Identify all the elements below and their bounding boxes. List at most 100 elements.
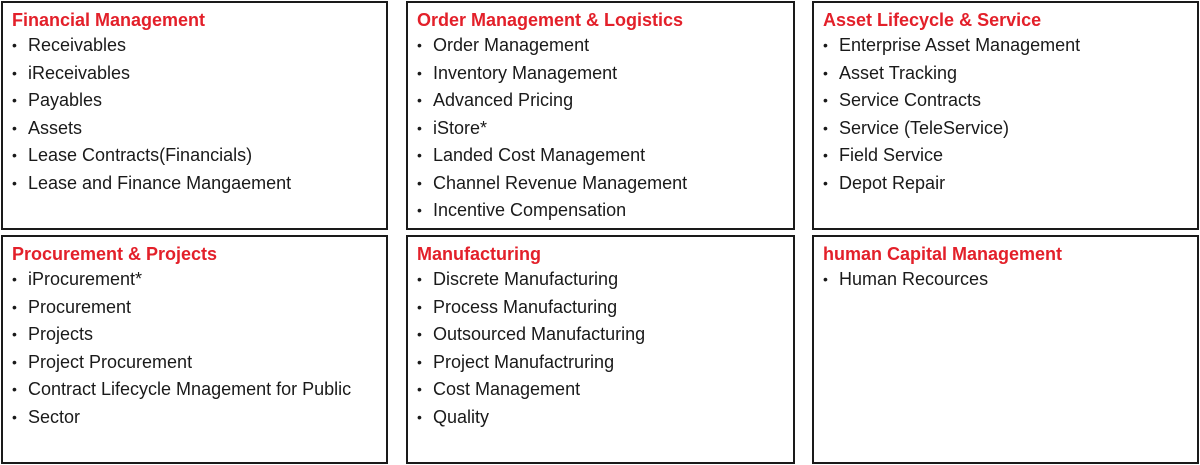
bullet-icon: • (823, 147, 828, 163)
list-item-label: Human Recources (839, 269, 989, 289)
list-item: • Asset Tracking (823, 60, 1189, 88)
list-item-label: Process Manufacturing (433, 296, 618, 317)
list-item: • Field Service (823, 142, 1189, 170)
list-item: • Cost Management (417, 376, 785, 404)
list-item: • Advanced Pricing (417, 87, 785, 115)
list-item-label: Discrete Manufacturing (433, 269, 619, 289)
list-item: • Project Manufactruring (417, 349, 785, 377)
module-list: •iProcurement*•Procurement•Projects•Proj… (12, 266, 378, 431)
manufacturing-box: Manufacturing • Discrete Manufacturing • Pro… (406, 235, 795, 464)
list-item: • Lease Contracts(Financials) (12, 142, 378, 170)
bullet-icon: • (823, 92, 828, 108)
box-title: Manufacturing (417, 244, 541, 264)
bullet-icon: • (417, 64, 422, 81)
procurement-projects-box: Procurement & Projects•iProcurement*•Pro… (1, 235, 388, 464)
list-item: •iStore* (417, 115, 785, 143)
box-title: Procurement & Projects (12, 244, 218, 264)
bullet-icon: • (12, 174, 17, 191)
list-item-label: Payables (28, 90, 103, 110)
bullet-icon: • (12, 147, 17, 163)
list-item: • Service (TeleService) (823, 115, 1189, 143)
list-item-label: Quality (433, 406, 490, 427)
list-item: • Inventory Management (417, 60, 785, 88)
bullet-icon: • (12, 64, 17, 81)
bullet-icon: • (417, 353, 422, 370)
bullet-icon: • (417, 326, 422, 342)
bullet-icon: • (12, 353, 17, 370)
module-list: • Discrete Manufacturing • Process Manufact… (417, 266, 785, 431)
list-item-label: Receivables (28, 35, 127, 55)
list-item-label: Project Manufactruring (433, 351, 615, 372)
list-item-label: Service Contracts (839, 90, 982, 110)
box-title: Asset Lifecycle & Service (823, 10, 1042, 30)
order-management-logistics-box: Order Management & Logistics • Order Manag… (406, 1, 795, 230)
list-item-label: Asset Tracking (839, 62, 958, 83)
bullet-icon: • (417, 92, 422, 108)
list-item-label: Lease Contracts(Financials) (28, 145, 253, 165)
list-item-label: Outsourced Manufacturing (433, 324, 646, 344)
box-title: Order Management & Logistics (417, 10, 684, 30)
list-item-label: Depot Repair (839, 172, 946, 193)
list-item-label: Sector (28, 406, 81, 427)
module-list: • Human Recources (823, 266, 1189, 294)
list-item: • Process Manufacturing (417, 294, 785, 322)
list-item-label: Incentive Compensation (433, 200, 627, 220)
list-item: •Quality (417, 404, 785, 432)
module-list: • Order Management • Inventory Management • A… (417, 32, 785, 225)
list-item: • Projects (12, 321, 378, 349)
bullet-icon: • (417, 381, 422, 397)
bullet-icon: • (417, 147, 422, 163)
asset-lifecycle-service-box: Asset Lifecycle & Service • Enterprise Ass… (812, 1, 1199, 230)
list-item-label: Field Service (839, 145, 944, 165)
bullet-icon: • (417, 202, 422, 218)
box-title: human Capital Management (823, 244, 1063, 264)
list-item: • Payables (12, 87, 378, 115)
bullet-icon: • (12, 326, 17, 342)
bullet-icon: • (417, 174, 422, 191)
list-item: • Outsourced Manufacturing (417, 321, 785, 349)
bullet-icon: • (823, 271, 828, 287)
list-item: • Sector (12, 404, 378, 432)
list-item: •Landed Cost Management (417, 142, 785, 170)
bullet-icon: • (12, 37, 17, 53)
list-item-label: Order Management (433, 35, 590, 55)
list-item: • Assets (12, 115, 378, 143)
list-item-label: Projects (28, 324, 94, 344)
list-item-label: Advanced Pricing (433, 90, 574, 110)
list-item: • Discrete Manufacturing (417, 266, 785, 294)
bullet-icon: • (823, 64, 828, 81)
list-item: • Incentive Compensation (417, 197, 785, 225)
list-item-label: Assets (28, 117, 83, 138)
bullet-icon: • (823, 174, 828, 191)
list-item: • Depot Repair (823, 170, 1189, 198)
bullet-icon: • (417, 119, 422, 136)
bullet-icon: • (823, 119, 828, 136)
list-item-label: Service (TeleService) (839, 117, 1010, 138)
bullet-icon: • (823, 37, 828, 53)
list-item-label: iReceivables (28, 62, 131, 83)
list-item-label: Enterprise Asset Management (839, 35, 1081, 55)
list-item-label: Channel Revenue Management (433, 172, 688, 193)
list-item: • Channel Revenue Management (417, 170, 785, 198)
bullet-icon: • (12, 119, 17, 136)
list-item-label: Contract Lifecycle Mnagement for Public (28, 379, 352, 399)
list-item: •Lease and Finance Mangaement (12, 170, 378, 198)
human-capital-management-box: human Capital Management • Human Recources (812, 235, 1199, 464)
bullet-icon: • (417, 298, 422, 315)
module-list: • Enterprise Asset Management • Asset Track… (823, 32, 1189, 197)
list-item: • Service Contracts (823, 87, 1189, 115)
bullet-icon: • (12, 92, 17, 108)
module-list: • Receivables • iReceivables • Payables • Asset… (12, 32, 378, 197)
bullet-icon: • (12, 408, 17, 425)
list-item: •Procurement (12, 294, 378, 322)
financial-management-box: Financial Management • Receivables • iReceiv… (1, 1, 388, 230)
list-item: •iProcurement* (12, 266, 378, 294)
box-title: Financial Management (12, 10, 206, 30)
bullet-icon: • (12, 271, 17, 287)
list-item-label: Cost Management (433, 379, 581, 399)
list-item: • Contract Lifecycle Mnagement for Public (12, 376, 378, 404)
bullet-icon: • (417, 271, 422, 287)
list-item: • iReceivables (12, 60, 378, 88)
list-item-label: Inventory Management (433, 62, 618, 83)
bullet-icon: • (12, 381, 17, 397)
